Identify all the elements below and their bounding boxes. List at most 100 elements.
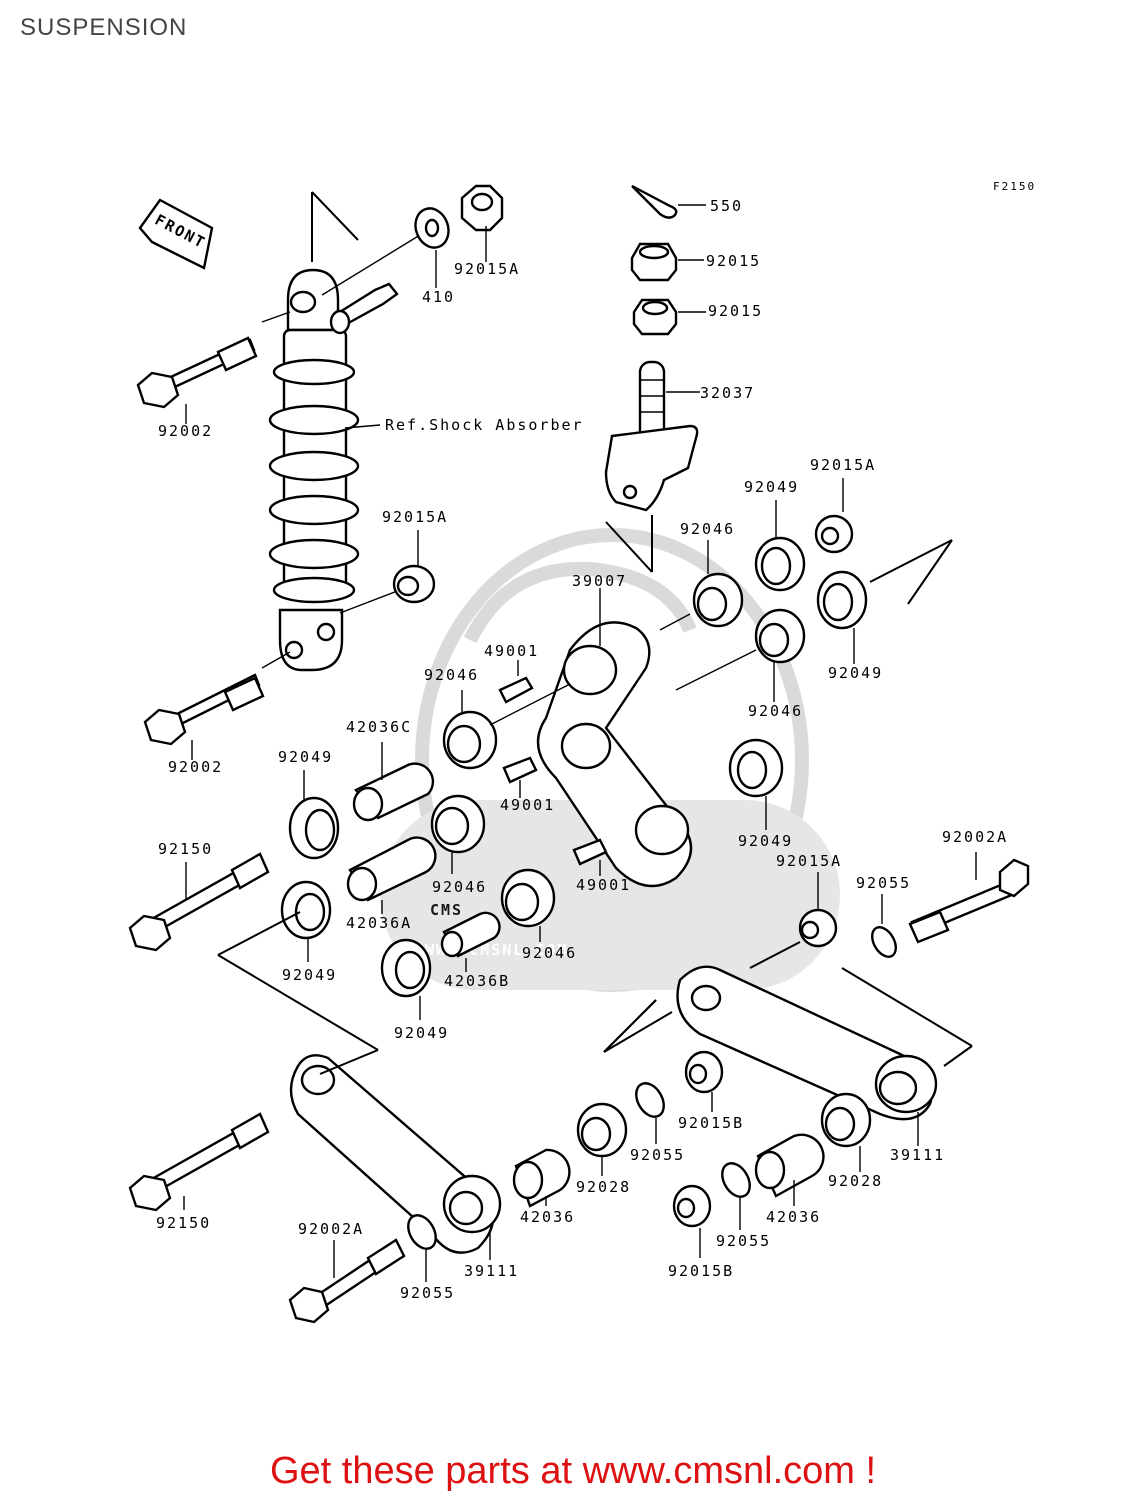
bolt-92002a-right [908,852,1030,944]
part-label-410: 410 [422,288,455,306]
tie-rod-32037 [604,360,700,573]
seal-92049-right [816,539,953,664]
nut-92015a-right [814,478,854,554]
part-label-92002a: 92002A [942,828,1008,846]
link-39111-left [217,911,502,1260]
part-label-92015b: 92015B [668,1262,734,1280]
bolt-92002a-low [288,1238,406,1324]
part-label-92028: 92028 [576,1178,631,1196]
seal-92049-left-top [288,770,340,860]
bushing-92028-right [820,1092,872,1172]
bearing-92046-low [500,868,556,942]
part-label-42036: 42036 [766,1208,821,1226]
part-label-92046: 92046 [680,520,735,538]
sleeve-42036b [440,911,501,972]
part-label-92055: 92055 [716,1232,771,1250]
watermark-brand: CMS [430,901,463,919]
bearing-92046-mid [430,794,486,874]
part-label-39111: 39111 [464,1262,519,1280]
shock-absorber: Ref.Shock Absorber [261,191,584,672]
part-label-49001: 49001 [500,796,555,814]
part-label-42036: 42036 [520,1208,575,1226]
part-label-550: 550 [710,197,743,215]
bearing-92046-left [442,683,571,770]
part-label-92055: 92055 [856,874,911,892]
part-labels: 550 92015 92015 32037 410 92015A 92002 9… [156,197,1008,1302]
bolt-92150-low [128,1112,270,1212]
grease-fitting-49001-a [498,660,534,704]
nut-92015a-shock [392,530,436,604]
nut-92015b-a [684,1050,724,1112]
part-label-39007: 39007 [572,572,627,590]
part-label-92055: 92055 [400,1284,455,1302]
part-label-92049: 92049 [282,966,337,984]
part-label-92015a: 92015A [454,260,520,278]
part-label-92049: 92049 [394,1024,449,1042]
footer-promo-link[interactable]: Get these parts at www.cmsnl.com ! [269,1450,877,1492]
part-label-92049: 92049 [744,478,799,496]
part-label-92046: 92046 [424,666,479,684]
page-title: SUSPENSION [20,14,188,41]
part-label-92015a: 92015A [382,508,448,526]
bushing-92028-left [576,1102,628,1176]
part-label-92150: 92150 [158,840,213,858]
o-ring-92055-right [871,894,897,958]
part-label-92049: 92049 [278,748,333,766]
part-label-32037: 32037 [700,384,755,402]
part-label-92046: 92046 [522,944,577,962]
part-label-92002a: 92002A [298,1220,364,1238]
seal-92049-right-low [728,738,784,830]
part-label-92028: 92028 [828,1172,883,1190]
part-label-42036a: 42036A [346,914,412,932]
suspension-exploded-diagram: CMS WWW.CMSNL.COM FRONT F2150 Ref.Shock … [128,180,1036,1324]
part-label-92046: 92046 [432,878,487,896]
bolt-92002-top [136,336,258,424]
part-label-92150: 92150 [156,1214,211,1232]
o-ring-92055-low [407,1214,437,1282]
part-label-39111: 39111 [890,1146,945,1164]
part-label-49001: 49001 [576,876,631,894]
bolt-92150-top [128,852,270,952]
part-label-92015b: 92015B [678,1114,744,1132]
part-label-92002: 92002 [158,422,213,440]
nut-92015-b [632,298,706,336]
bearing-92046-right [675,608,806,702]
bolt-92002-mid [143,673,265,760]
diagram-code: F2150 [993,180,1036,193]
front-arrow-icon: FRONT [138,198,214,270]
sleeve-42036-right [754,1133,825,1206]
o-ring-92055-mid [635,1082,665,1144]
sleeve-42036c [352,742,435,822]
part-label-92049: 92049 [828,664,883,682]
grease-fitting-49001-c [572,838,608,876]
bearing-92046-top [659,540,744,631]
o-ring-92055-low2 [721,1162,751,1230]
sleeve-42036-left [512,1148,571,1208]
nut-92015-a [630,242,704,282]
part-label-92015: 92015 [706,252,761,270]
seal-92049-left-low [280,880,332,962]
ref-shock-absorber-label: Ref.Shock Absorber [385,416,584,434]
seal-92049-bottom [380,938,432,1020]
part-label-92049: 92049 [738,832,793,850]
part-label-92002: 92002 [168,758,223,776]
part-label-92015: 92015 [708,302,763,320]
seal-92049-right-top [754,500,806,592]
part-label-49001: 49001 [484,642,539,660]
nut-92015a-low [798,872,838,948]
part-label-92015a: 92015A [810,456,876,474]
washer-410 [414,207,450,288]
part-label-92055: 92055 [630,1146,685,1164]
rocker-arm-39007 [536,588,693,888]
nut-92015b-b [672,1184,712,1258]
grease-fitting-49001-b [502,756,538,798]
part-label-92015a: 92015A [776,852,842,870]
link-39111-right [603,941,973,1146]
watermark: CMS WWW.CMSNL.COM [380,528,840,992]
part-label-92046: 92046 [748,702,803,720]
sleeve-42036a [346,836,437,914]
part-label-42036c: 42036C [346,718,412,736]
part-label-42036b: 42036B [444,972,510,990]
nut-92015a-top [460,184,504,262]
cotter-pin-550 [631,184,706,219]
